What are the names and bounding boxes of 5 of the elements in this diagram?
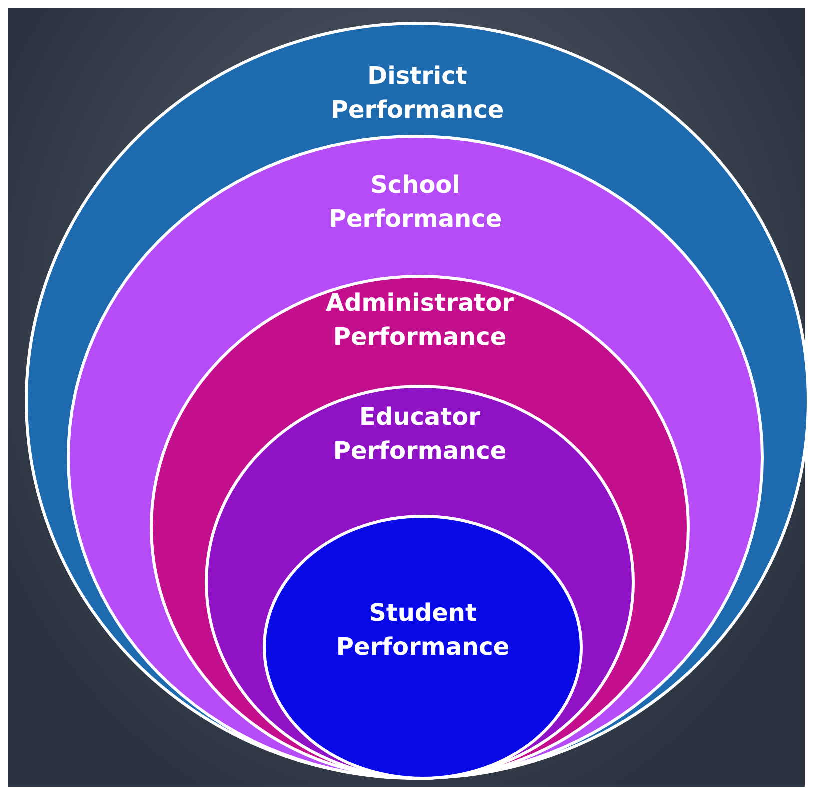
circle-label: District Performance bbox=[330, 61, 506, 126]
circle-label: Administrator Performance bbox=[325, 288, 515, 353]
circle-label: School Performance bbox=[328, 170, 504, 235]
circle-label: Educator Performance bbox=[332, 402, 508, 467]
circle-label: Student Performance bbox=[335, 598, 511, 663]
